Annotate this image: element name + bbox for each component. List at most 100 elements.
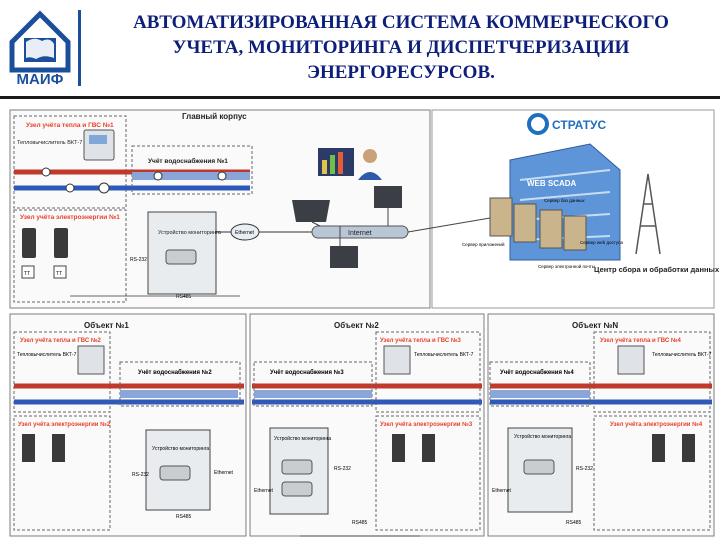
calc-label: Тепловычислитель ВКТ-7 xyxy=(414,352,474,358)
water-meter-icon xyxy=(153,171,163,181)
calc-label: Тепловычислитель ВКТ-7 xyxy=(17,140,82,146)
rs485-label: RS485 xyxy=(176,514,192,520)
tt-label: ТТ xyxy=(56,271,62,277)
monitoring-device-icon xyxy=(281,459,313,475)
object-title: Объект №1 xyxy=(84,321,129,330)
flowmeter-icon xyxy=(65,183,75,193)
water-node-label: Учёт водоснабжения №2 xyxy=(138,369,212,376)
server-mail-label: Сервер электронной почты xyxy=(538,263,595,269)
server-app-label: Сервер приложений xyxy=(462,241,505,247)
center-caption: Центр сбора и обработки данных xyxy=(594,265,720,274)
internet-label: Internet xyxy=(348,230,372,237)
server-web-label: Сервер web доступа xyxy=(580,240,624,245)
monitoring-device-icon xyxy=(281,481,313,497)
page-title: АВТОМАТИЗИРОВАННАЯ СИСТЕМА КОММЕРЧЕСКОГО… xyxy=(96,10,706,85)
water-node-box xyxy=(131,145,253,195)
object-n: Объект №N Узел учёта тепла и ГВС №4 Тепл… xyxy=(487,313,715,537)
rs232-label: RS-232 xyxy=(334,466,351,472)
electric-meter-icon xyxy=(52,434,65,462)
calc-label: Тепловычислитель ВКТ-7 xyxy=(17,352,77,358)
heat-node-label: Узел учёта тепла и ГВС №4 xyxy=(600,337,682,344)
ethernet-label: Ethernet xyxy=(492,488,512,494)
rs232-label: RS-232 xyxy=(132,472,149,478)
water-pipe xyxy=(120,390,238,398)
monitor-device-label: Устройство мониторинга xyxy=(274,435,331,442)
object-title: Объект №2 xyxy=(334,321,379,330)
heat-node-label: Узел учёта тепла и ГВС №1 xyxy=(26,122,114,129)
water-meter-icon xyxy=(217,171,227,181)
header-separator xyxy=(0,96,720,99)
rs232-label: RS-232 xyxy=(576,466,593,472)
server-icon xyxy=(489,197,513,237)
elec-node-box xyxy=(13,209,127,303)
heat-calculator-icon xyxy=(617,345,645,375)
rs485-label: RS485 xyxy=(176,294,192,300)
flowmeter-icon xyxy=(41,167,51,177)
electric-meter-icon xyxy=(652,434,665,462)
monitoring-cabinet-icon xyxy=(145,429,211,511)
rs232-label: RS-232 xyxy=(130,257,147,263)
object-title: Объект №N xyxy=(572,321,618,330)
header: МАИФ АВТОМАТИЗИРОВАННАЯ СИСТЕМА КОММЕРЧЕ… xyxy=(0,0,720,96)
elec-node-label: Узел учёта электроэнергии №3 xyxy=(380,421,473,428)
monitor-device-label: Устройство мониторинга xyxy=(514,433,571,440)
heat-calculator-icon xyxy=(83,129,115,161)
water-pipe xyxy=(132,172,250,180)
desktop-icon xyxy=(330,246,358,268)
system-diagram: Главный корпус Узел учёта тепла и ГВС №1… xyxy=(9,109,720,537)
web-scada-label: WEB SCADA xyxy=(527,179,577,188)
heat-node-label: Узел учёта тепла и ГВС №3 xyxy=(380,337,462,344)
laptop-icon xyxy=(292,200,330,222)
monitoring-device-icon xyxy=(523,459,555,475)
heat-node-box xyxy=(13,115,127,209)
electric-meter-icon xyxy=(682,434,695,462)
main-building-frame xyxy=(9,109,431,309)
current-transformer-icon xyxy=(21,265,35,279)
water-pipe xyxy=(254,390,372,398)
server-icon xyxy=(539,209,563,249)
logo-divider xyxy=(78,10,81,86)
title-line: ЭНЕРГОРЕСУРСОВ. xyxy=(307,62,495,83)
water-node-label: Учёт водоснабжения №1 xyxy=(148,157,228,165)
electric-meter-icon xyxy=(54,228,68,258)
ethernet-label: Ethernet xyxy=(254,488,274,494)
electric-meter-icon xyxy=(392,434,405,462)
server-icon xyxy=(563,215,587,251)
elec-node-label: Узел учёта электроэнергии №4 xyxy=(610,421,703,428)
monitoring-device-icon xyxy=(159,465,191,481)
tt-label: ТТ xyxy=(24,271,30,277)
internet-link xyxy=(407,217,491,233)
stratus-logo-icon xyxy=(527,113,549,135)
desktop-icon xyxy=(374,186,402,208)
server-db-label: Сервер баз данных xyxy=(544,198,585,203)
water-pipe xyxy=(490,390,590,398)
server-icon xyxy=(513,203,537,243)
main-building-title: Главный корпус xyxy=(182,112,247,121)
heat-node-label: Узел учёта тепла и ГВС №2 xyxy=(20,337,102,344)
heat-calculator-icon xyxy=(77,345,105,375)
user-icon xyxy=(363,149,377,163)
heat-calculator-icon xyxy=(383,345,411,375)
monitor-device-label: Устройство мониторинга xyxy=(158,229,222,236)
current-transformer-icon xyxy=(53,265,67,279)
ethernet-label: Ethernet xyxy=(214,470,234,476)
rs485-label: RS485 xyxy=(352,520,368,526)
electric-meter-icon xyxy=(22,434,35,462)
title-line: УЧЕТА, МОНИТОРИНГА И ДИСПЕТЧЕРИЗАЦИИ xyxy=(172,37,630,58)
rs485-label: RS485 xyxy=(566,520,582,526)
electric-meter-icon xyxy=(422,434,435,462)
water-node-label: Учёт водоснабжения №3 xyxy=(270,369,344,376)
elec-node-label: Узел учёта электроэнергии №1 xyxy=(20,214,120,221)
calc-label: Тепловычислитель ВКТ-7 xyxy=(652,352,712,358)
monitoring-device-icon xyxy=(165,249,197,265)
electric-meter-icon xyxy=(22,228,36,258)
stratus-brand: СТРАТУС xyxy=(552,118,607,132)
elec-node-label: Узел учёта электроэнергии №2 xyxy=(18,421,111,428)
object-1: Объект №1 Узел учёта тепла и ГВС №2 Тепл… xyxy=(9,313,247,537)
flowmeter-icon xyxy=(98,182,110,194)
monitor-device-label: Устройство мониторинга xyxy=(152,445,209,452)
antenna-icon xyxy=(635,173,661,255)
water-node-label: Учёт водоснабжения №4 xyxy=(500,369,574,376)
ethernet-label: Ethernet xyxy=(235,230,255,236)
title-line: АВТОМАТИЗИРОВАННАЯ СИСТЕМА КОММЕРЧЕСКОГО xyxy=(133,12,669,33)
